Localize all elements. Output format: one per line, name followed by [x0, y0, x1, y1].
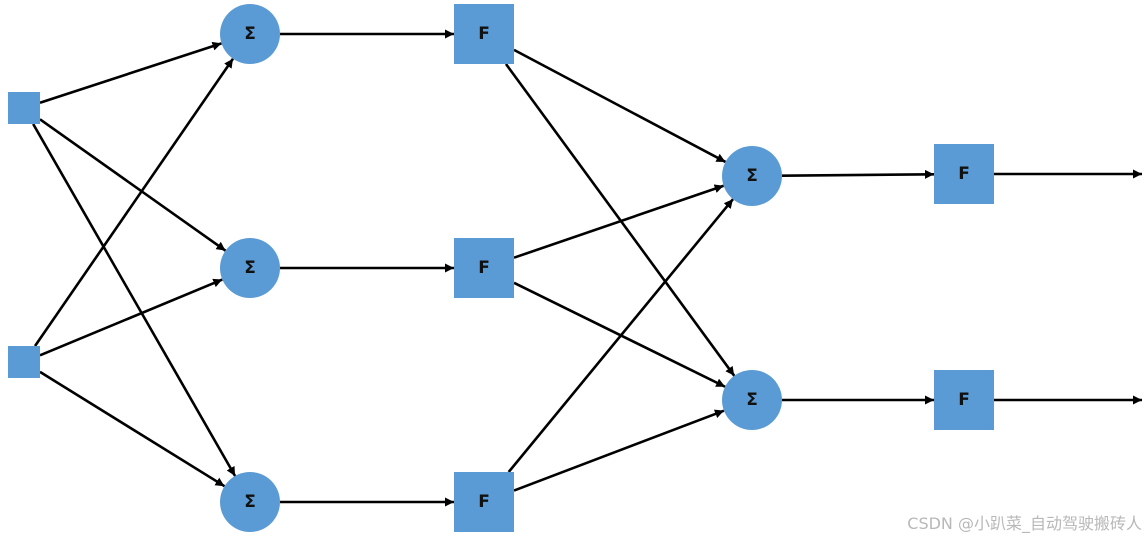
node-label: Σ: [746, 166, 758, 186]
edge-in2-to-s1c: [39, 370, 226, 488]
sum-circle: [722, 370, 782, 430]
edge-s2a-to-f2a: [781, 169, 935, 179]
function-node-f2b: F: [934, 370, 994, 430]
edges-layer: [32, 29, 1142, 507]
sum-circle: [220, 472, 280, 532]
node-label: Σ: [244, 258, 256, 278]
edge-in1-to-s1c: [32, 123, 237, 477]
edge-in2-to-s1b: [39, 278, 223, 357]
node-square: [934, 370, 994, 430]
node-square: [8, 346, 40, 378]
edge-f1b-to-s2b: [513, 281, 726, 388]
node-label: Σ: [244, 492, 256, 512]
edge-in2-to-s1a: [33, 57, 235, 347]
input-node-in2: [8, 346, 40, 378]
edge-f1c-to-s2b: [513, 409, 725, 492]
node-square: [454, 238, 514, 298]
function-node-f1a: F: [454, 4, 514, 64]
sum-circle: [220, 4, 280, 64]
node-square: [934, 144, 994, 204]
node-label: F: [478, 492, 490, 512]
node-square: [8, 92, 40, 124]
sum-node-s2b: Σ: [722, 370, 782, 430]
sum-node-s1c: Σ: [220, 472, 280, 532]
node-label: Σ: [244, 24, 256, 44]
edge-in1-to-s1b: [39, 118, 227, 252]
sum-node-s1b: Σ: [220, 238, 280, 298]
node-label: Σ: [746, 390, 758, 410]
node-label: F: [478, 258, 490, 278]
input-node-in1: [8, 92, 40, 124]
sum-node-s2a: Σ: [722, 146, 782, 206]
edge-f1c-to-s2a: [507, 198, 734, 473]
edge-f1a-to-s2a: [513, 48, 727, 164]
nodes-layer: Σ Σ Σ F F F Σ Σ F F: [8, 4, 994, 532]
function-node-f2a: F: [934, 144, 994, 204]
sum-circle: [220, 238, 280, 298]
function-node-f1c: F: [454, 472, 514, 532]
sum-node-s1a: Σ: [220, 4, 280, 64]
node-label: F: [478, 24, 490, 44]
node-square: [454, 4, 514, 64]
node-label: F: [958, 164, 970, 184]
edge-f1b-to-s2a: [513, 184, 725, 259]
watermark: CSDN @小趴菜_自动驾驶搬砖人: [907, 514, 1142, 533]
node-square: [454, 472, 514, 532]
node-label: F: [958, 390, 970, 410]
edge-in1-to-s1a: [39, 41, 222, 104]
sum-circle: [722, 146, 782, 206]
function-node-f1b: F: [454, 238, 514, 298]
